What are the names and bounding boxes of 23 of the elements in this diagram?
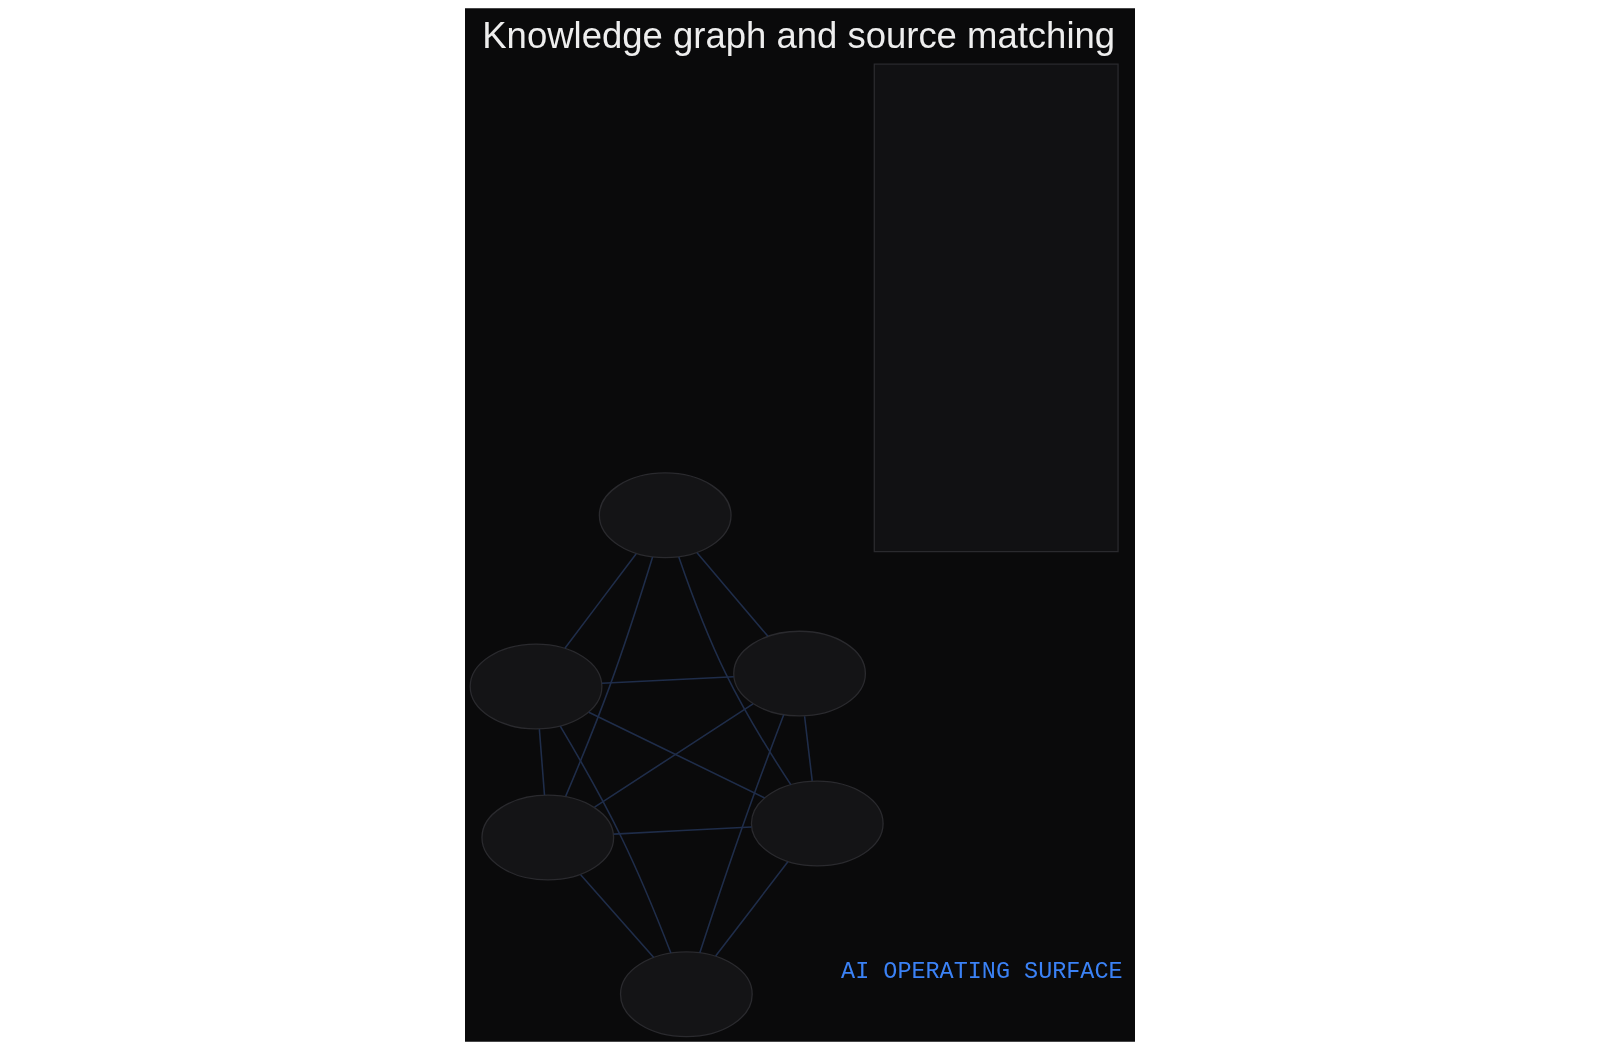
node-box [873,63,1119,553]
label: AI OPERATING SURFACE [841,958,1123,986]
connector [601,676,735,685]
connector [803,715,813,782]
connector [564,556,654,797]
connector [714,861,789,957]
connector [538,728,546,796]
connector [699,714,785,954]
connector [593,703,754,808]
node-ellipse [598,472,732,559]
node-ellipse [481,794,615,881]
connector [612,826,753,835]
node-ellipse [750,780,884,867]
node-ellipse [619,951,753,1038]
connector [579,873,655,959]
connector [564,552,637,649]
connector [559,725,672,954]
connector [678,556,792,786]
node-ellipse [733,630,867,717]
connector [588,711,766,799]
diagram-title: Knowledge graph and source matching [482,14,1116,56]
node-ellipse [469,643,603,730]
connector [696,552,769,638]
